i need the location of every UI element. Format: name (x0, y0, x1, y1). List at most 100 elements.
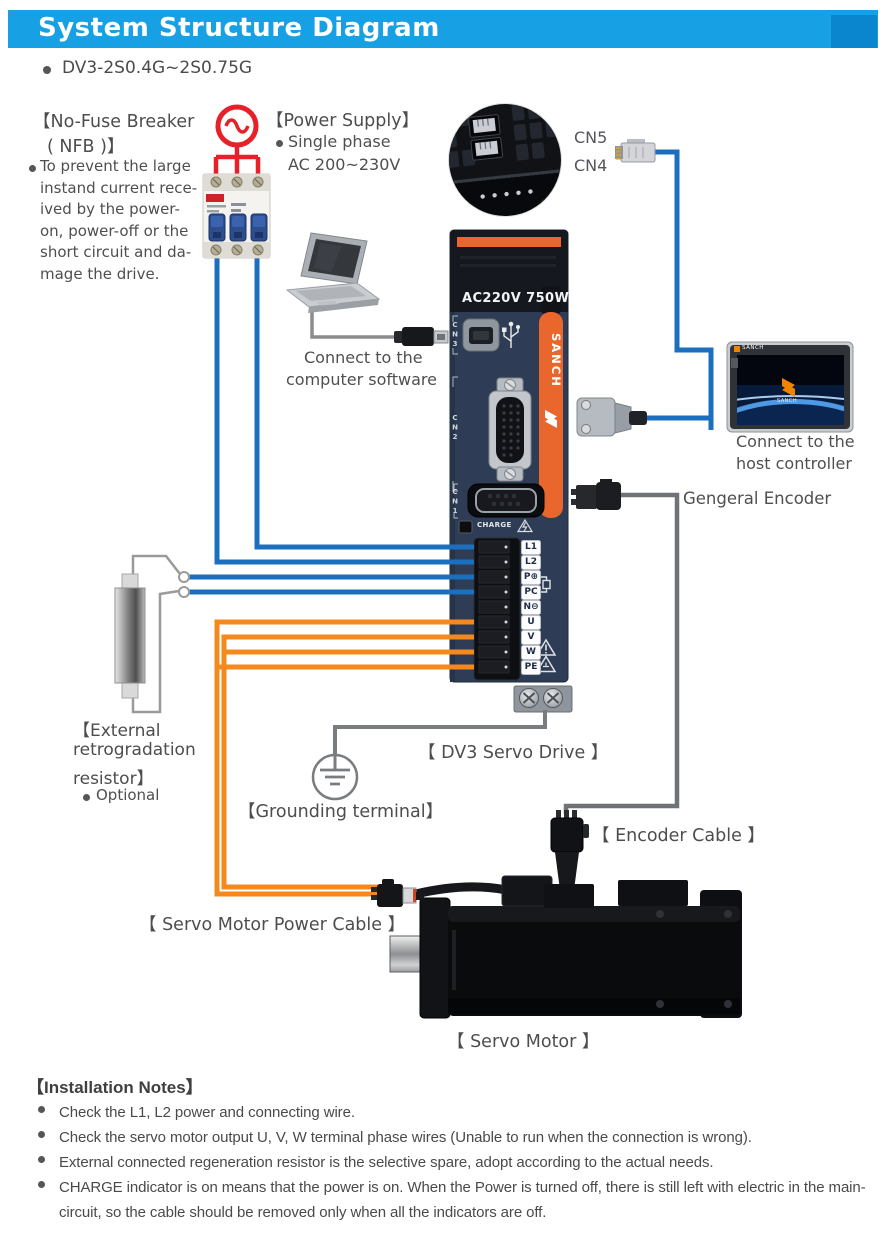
nfb-bullet-dot (29, 165, 36, 172)
servo-drive-label: 【 DV3 Servo Drive 】 (418, 743, 609, 763)
wire-v (221, 634, 474, 890)
terminal-block (473, 537, 521, 681)
rj45-plug-icon (615, 139, 656, 163)
wiring (131, 149, 714, 897)
cn3-usb-port (462, 318, 500, 352)
servo-motor-graphic (389, 875, 742, 1019)
motor-power-plug (371, 879, 424, 907)
note-dot (38, 1131, 45, 1138)
host-brand-topbar: SANCH (742, 345, 764, 351)
stripe-top-notch (541, 286, 561, 314)
wire-resistor-top (131, 554, 181, 575)
drive-rating-label: AC220V 750W (462, 291, 570, 306)
wire-encoder (563, 492, 680, 814)
host-label-line2: host controller (736, 454, 852, 473)
resistor-terminal-2 (178, 586, 190, 598)
cn2-port-label: CN2 (451, 414, 459, 443)
header-banner: System Structure Diagram (8, 10, 878, 48)
resistor-bullet-dot (83, 794, 90, 801)
ac-source-icon (213, 104, 261, 175)
resistor-label-line1: 【External (73, 721, 161, 741)
cn-top-inset (448, 103, 562, 217)
terminal-l2: L2 (521, 555, 541, 570)
note-item: External connected regeneration resistor… (59, 1154, 714, 1171)
note-item: CHARGE indicator is on means that the po… (59, 1179, 866, 1221)
nfb-graphic (202, 104, 271, 259)
charge-led (458, 520, 473, 534)
nfb-desc-line: on, power-off or the (40, 222, 189, 240)
servo-motor-label: 【 Servo Motor 】 (447, 1032, 600, 1052)
host-logo-icon (782, 378, 795, 397)
usb-plug-icon (394, 327, 449, 346)
power-supply-line2: AC 200~230V (288, 155, 401, 174)
cn1-port-label: CN1 (451, 488, 459, 517)
cn3-port-label: CN3 (451, 321, 459, 350)
bullet-dot (43, 66, 51, 74)
page-title: System Structure Diagram (38, 13, 440, 43)
drive-warning-icons (535, 638, 557, 673)
nfb-title-line1: 【No-Fuse Breaker (33, 112, 195, 132)
power-supply-bullet-dot (276, 140, 283, 147)
encoder-cable-label: 【 Encoder Cable 】 (592, 826, 765, 846)
general-encoder-label: Gengeral Encoder (683, 489, 832, 508)
drive-ground-screws (513, 685, 573, 713)
nfb-desc-line: mage the drive. (40, 265, 160, 283)
note-item: Check the L1, L2 power and connecting wi… (59, 1104, 355, 1121)
note-dot (38, 1181, 45, 1188)
resistor-label-line3: resistor】 (73, 769, 154, 789)
nfb-desc-line: ived by the power- (40, 200, 180, 218)
encoder-cable-connector (550, 810, 589, 890)
brand-s-icon (545, 410, 557, 428)
wire-l1 (254, 256, 474, 550)
usb-icon (502, 321, 520, 348)
power-supply-line1: Single phase (288, 132, 391, 151)
banner-accent-square (831, 15, 877, 48)
note-dot (38, 1156, 45, 1163)
model-range-label: DV3-2S0.4G~2S0.75G (62, 58, 253, 78)
nfb-desc-line: instand current rece- (40, 179, 198, 197)
laptop-graphic (285, 232, 381, 313)
cn-bracket-marks (452, 315, 458, 519)
computer-label-line1: Connect to the (304, 348, 423, 367)
breaker-toggles (208, 213, 268, 242)
wire-usb (310, 306, 400, 339)
nfb-title-line2: ( NFB )】 (47, 137, 125, 157)
power-supply-title: 【Power Supply】 (266, 111, 420, 131)
cn5-label: CN5 (574, 128, 608, 147)
nfb-desc-line: To prevent the large (40, 157, 191, 175)
cn2-cable-plug (576, 397, 647, 437)
terminal-pc: PC (521, 585, 541, 600)
grounding-label: 【Grounding terminal】 (238, 802, 444, 822)
terminal-l1: L1 (521, 540, 541, 555)
cn4-label: CN4 (574, 156, 608, 175)
notes-title: 【Installation Notes】 (27, 1078, 203, 1097)
grounding-symbol (311, 753, 359, 801)
nfb-desc-line: short circuit and da- (40, 243, 192, 261)
cn1-connector (467, 483, 545, 518)
wire-cn5 (655, 149, 714, 430)
resistor-label-line2: retrogradation (73, 740, 196, 760)
resistor-optional-label: Optional (96, 786, 160, 804)
terminal-v: V (521, 630, 541, 645)
terminal-p: P⊕ (521, 570, 541, 585)
resistor-jumper-symbol (541, 576, 551, 593)
host-label-line1: Connect to the (736, 432, 855, 451)
inset-rj45-ports (468, 114, 503, 161)
motor-power-cable-label: 【 Servo Motor Power Cable 】 (139, 915, 406, 935)
wire-u (214, 619, 474, 897)
terminal-w: W (521, 645, 541, 660)
computer-label-line2: computer software (286, 370, 437, 389)
drive-brand-label: SANCH (549, 333, 563, 388)
wire-resistor-bottom (131, 589, 180, 714)
note-item: Check the servo motor output U, V, W ter… (59, 1129, 752, 1146)
host-brand-screen: SANCH (777, 398, 798, 404)
wire-l2 (214, 256, 474, 565)
note-dot (38, 1106, 45, 1113)
charge-label: CHARGE (477, 521, 512, 529)
general-encoder-plug (571, 479, 621, 510)
resistor-graphic (114, 573, 146, 699)
terminal-u: U (521, 615, 541, 630)
charge-warning-icon (516, 518, 534, 533)
wire-ground (333, 710, 547, 755)
